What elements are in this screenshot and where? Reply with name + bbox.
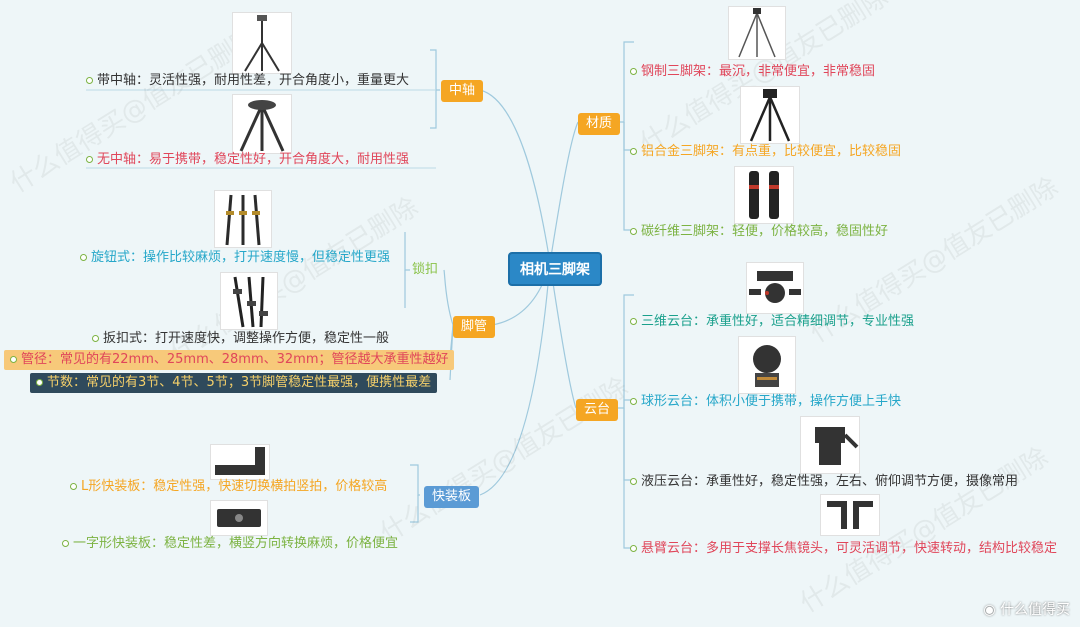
aluminum-tripod-photo <box>740 86 800 144</box>
bullet-icon <box>80 254 87 261</box>
fluid-head-photo <box>800 416 860 474</box>
leaf-twist-lock[interactable]: 旋钮式：操作比较麻烦，打开速度慢，但稳定性更强 <box>80 249 390 267</box>
leaf-gimbal-head[interactable]: 悬臂云台：多用于支撑长焦镜头，可灵活调节，快速转动，结构比较稳定 <box>630 540 1057 558</box>
leaf-steel[interactable]: 钢制三脚架：最沉，非常便宜，非常稳固 <box>630 63 875 81</box>
brand-logo: ◉ 什么值得买 <box>983 602 1070 618</box>
branch-zhongzhou[interactable]: 中轴 <box>441 80 484 102</box>
link-center-kuaizhuang <box>479 262 551 496</box>
leaf-no-center-column[interactable]: 无中轴：易于携带，稳定性好，开合角度大，耐用性强 <box>86 151 409 169</box>
three-way-head-photo <box>746 262 804 314</box>
steel-tripod-photo <box>728 6 786 60</box>
leaf-tube-diameter[interactable]: 管径：常见的有22mm、25mm、28mm、32mm；管径越大承重性越好 <box>4 350 455 370</box>
leaf-ball-head[interactable]: 球形云台：体积小便于携带，操作方便上手快 <box>630 393 901 411</box>
branch-material[interactable]: 材质 <box>578 113 621 135</box>
tripod-with-column-photo <box>232 12 292 74</box>
twist-lock-legs-photo <box>214 190 272 248</box>
link-center-caizhi <box>549 121 579 264</box>
bullet-icon <box>62 540 69 547</box>
center-topic[interactable]: 相机三脚架 <box>508 252 602 286</box>
bullet-icon <box>70 483 77 490</box>
sub-branch-suokou[interactable]: 锁扣 <box>412 262 439 277</box>
bullet-icon <box>630 228 637 235</box>
branch-quick-release[interactable]: 快装板 <box>424 486 480 508</box>
leaf-with-center-column[interactable]: 带中轴：灵活性强，耐用性差，开合角度小，重量更大 <box>86 72 409 90</box>
leaf-three-way-head[interactable]: 三维云台：承重性好，适合精细调节，专业性强 <box>630 313 914 331</box>
branch-head[interactable]: 云台 <box>576 399 619 421</box>
leaf-aluminum[interactable]: 铝合金三脚架：有点重，比较便宜，比较稳固 <box>630 143 901 161</box>
leaf-straight-plate[interactable]: 一字形快装板：稳定性差，横竖方向转换麻烦，价格便宜 <box>62 535 398 553</box>
gimbal-head-photo <box>820 494 880 536</box>
carbon-tripod-photo <box>734 166 794 224</box>
bullet-icon <box>630 478 637 485</box>
flip-lock-legs-photo <box>220 272 278 330</box>
link-center-zhongzhou <box>479 89 551 264</box>
straight-plate-photo <box>210 500 268 536</box>
leaf-leg-sections[interactable]: 节数：常见的有3节、4节、5节；3节脚管稳定性最强，便携性最差 <box>30 373 438 393</box>
tripod-no-column-photo <box>232 94 292 154</box>
leaf-flip-lock[interactable]: 扳扣式：打开速度快，调整操作方便，稳定性一般 <box>92 330 389 348</box>
brand-badge-icon: ◉ <box>983 602 1000 618</box>
bullet-icon <box>86 77 93 84</box>
leaf-fluid-head[interactable]: 液压云台：承重性好，稳定性强，左右、俯仰调节方便，摄像常用 <box>630 473 1018 491</box>
bullet-icon <box>630 148 637 155</box>
ball-head-photo <box>738 336 796 394</box>
bullet-icon <box>10 356 17 363</box>
bullet-icon <box>86 156 93 163</box>
bullet-icon <box>630 318 637 325</box>
l-plate-photo <box>210 444 270 480</box>
leaf-l-plate[interactable]: L形快装板：稳定性强，快速切换横拍竖拍，价格较高 <box>70 478 387 496</box>
leaf-carbon[interactable]: 碳纤维三脚架：轻便，价格较高，稳固性好 <box>630 223 888 241</box>
bullet-icon <box>630 68 637 75</box>
bullet-icon <box>630 545 637 552</box>
branch-jiaoguan[interactable]: 脚管 <box>453 316 496 338</box>
bullet-icon <box>36 379 43 386</box>
bullet-icon <box>630 398 637 405</box>
bullet-icon <box>92 335 99 342</box>
